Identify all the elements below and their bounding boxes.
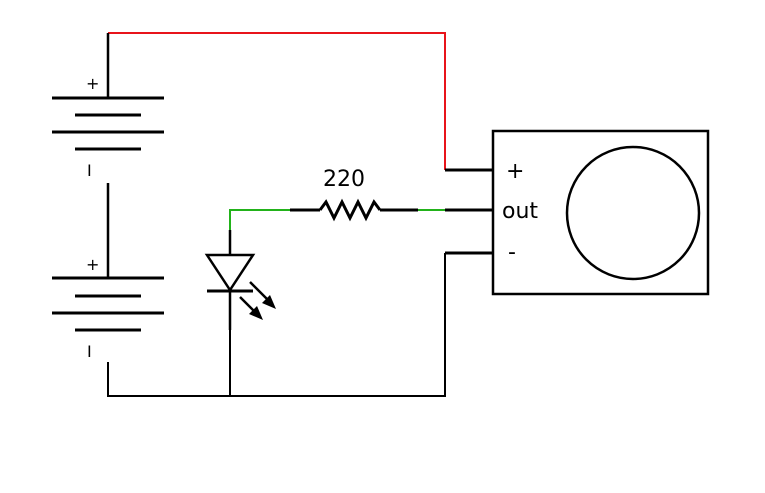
- ground-wire: [107, 253, 446, 397]
- resistor: 220: [290, 167, 418, 222]
- sensor-module: + out -: [491, 129, 710, 296]
- positive-wire: [108, 32, 446, 170]
- battery-bottom-minus-label: I: [87, 342, 92, 361]
- module-pin-minus-label: -: [508, 240, 516, 265]
- module-pin-plus-label: +: [506, 159, 524, 184]
- battery-bottom-plus-label: +: [86, 255, 99, 274]
- resistor-value-label: 220: [323, 167, 365, 192]
- sensor-circle: [565, 145, 701, 281]
- battery-top-plus-label: +: [86, 74, 99, 93]
- signal-wire-led: [229, 209, 290, 255]
- battery-top-minus-label: I: [87, 161, 92, 180]
- battery-top: + I: [52, 74, 164, 180]
- led: [204, 253, 276, 330]
- light-arrow-icon: [239, 281, 276, 320]
- battery-bottom: + I: [52, 255, 164, 361]
- module-pin-out-label: out: [502, 199, 538, 224]
